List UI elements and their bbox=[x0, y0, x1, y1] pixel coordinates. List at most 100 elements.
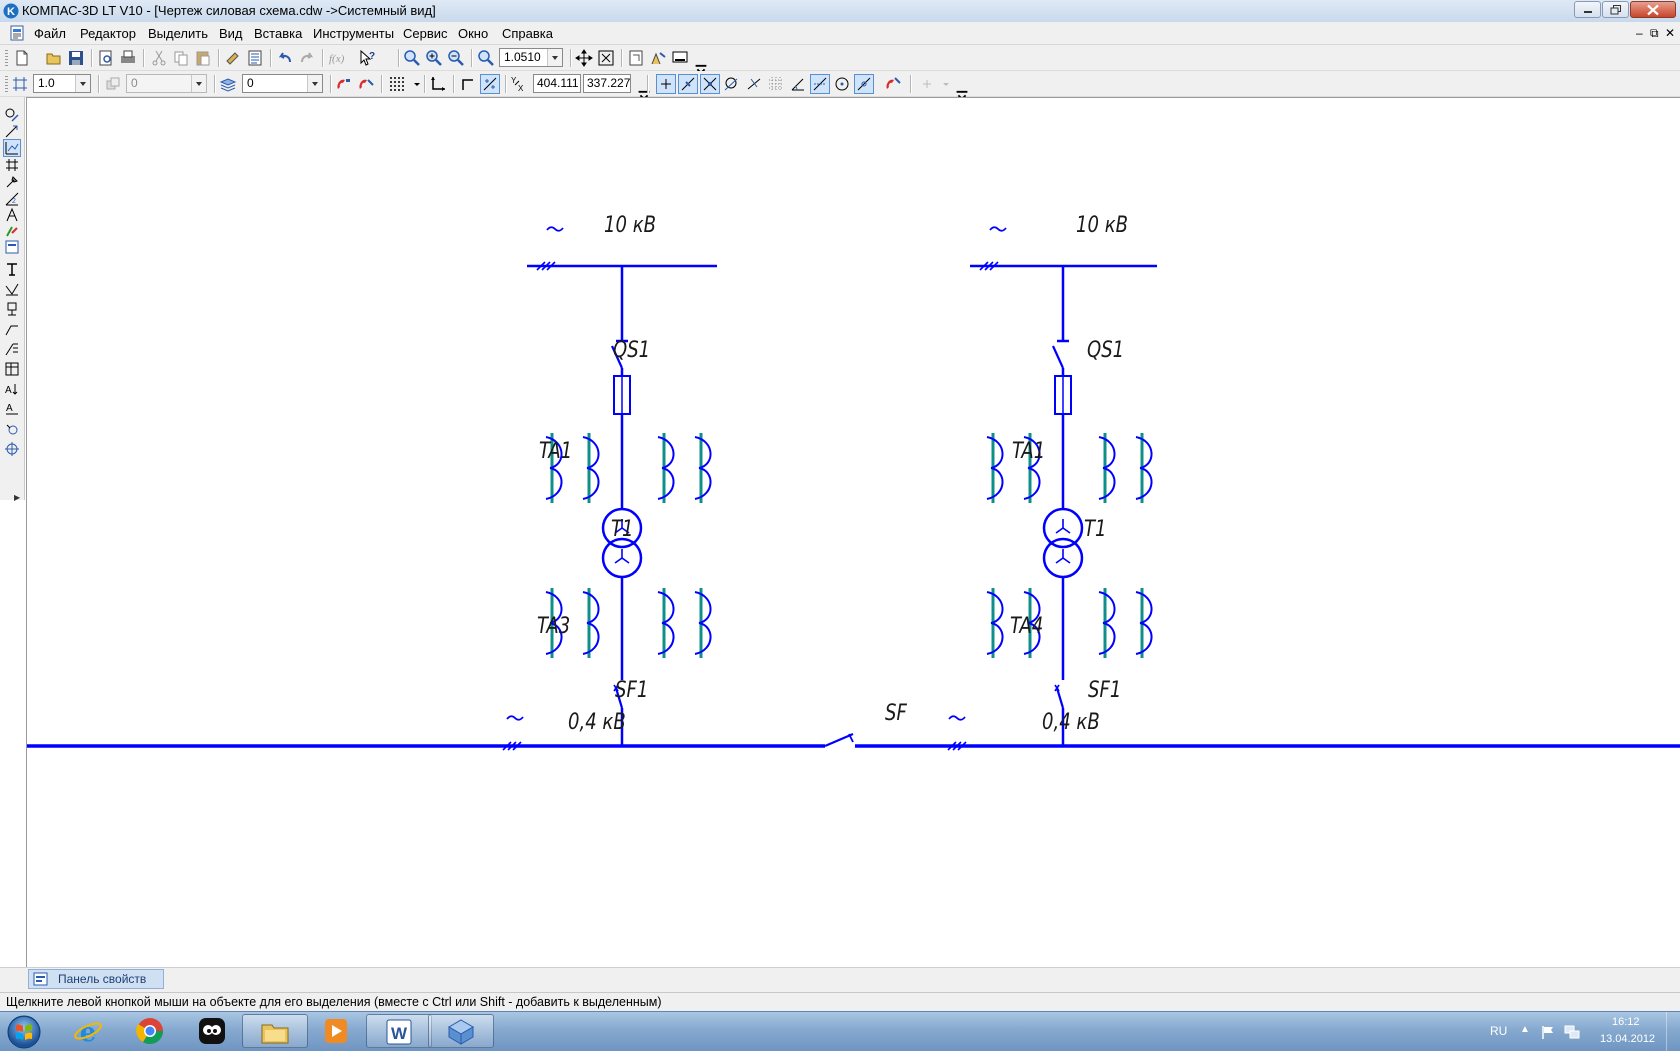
undo-icon[interactable] bbox=[276, 49, 294, 67]
function-fx-icon[interactable]: f(x) bbox=[328, 49, 346, 67]
zoom-in-icon[interactable] bbox=[425, 49, 443, 67]
redo-icon[interactable] bbox=[298, 49, 316, 67]
associative-view-icon[interactable] bbox=[4, 223, 20, 239]
leader-icon[interactable] bbox=[4, 321, 20, 337]
designations-icon[interactable] bbox=[3, 139, 21, 157]
snap-settings-magnet-icon[interactable] bbox=[884, 75, 902, 93]
local-snap-icon[interactable] bbox=[357, 75, 375, 93]
tolerance-icon[interactable]: A bbox=[4, 381, 20, 397]
save-icon[interactable] bbox=[67, 49, 85, 67]
display-icon[interactable] bbox=[671, 49, 689, 67]
ortho-icon[interactable] bbox=[459, 75, 477, 93]
property-panel-tab[interactable]: Панель свойств bbox=[28, 969, 164, 989]
zoom-scale-icon[interactable] bbox=[477, 49, 495, 67]
menu-file[interactable]: Файл bbox=[34, 26, 66, 41]
view-arrow-icon[interactable] bbox=[4, 421, 20, 437]
dimensions-icon[interactable] bbox=[4, 124, 20, 140]
cut-icon[interactable] bbox=[150, 49, 168, 67]
print-icon[interactable] bbox=[119, 49, 137, 67]
pan-icon[interactable] bbox=[575, 49, 593, 67]
menu-insert[interactable]: Вставка bbox=[254, 26, 303, 41]
document-icon[interactable] bbox=[9, 25, 25, 41]
menu-select[interactable]: Выделить bbox=[148, 26, 208, 41]
doc-restore-button[interactable]: ⧉ bbox=[1650, 26, 1659, 40]
toolbar-overflow-icon[interactable] bbox=[692, 55, 707, 73]
zoom-window-icon[interactable] bbox=[403, 49, 421, 67]
chevron-down-icon[interactable] bbox=[307, 75, 322, 92]
open-folder-icon[interactable] bbox=[45, 49, 63, 67]
snap-magnet-icon[interactable] bbox=[335, 75, 353, 93]
refresh-view-icon[interactable] bbox=[627, 49, 645, 67]
snap-center-icon[interactable] bbox=[833, 75, 851, 93]
menu-service[interactable]: Сервис bbox=[403, 26, 448, 41]
base-icon[interactable] bbox=[4, 301, 20, 317]
menu-editor[interactable]: Редактор bbox=[80, 26, 136, 41]
close-button[interactable] bbox=[1630, 1, 1676, 18]
paste-icon[interactable] bbox=[194, 49, 212, 67]
snap-midpoint-icon[interactable] bbox=[678, 74, 698, 94]
snap-nearest-point-icon[interactable] bbox=[656, 74, 676, 94]
grid-dropdown-icon[interactable] bbox=[408, 75, 420, 93]
minimize-button[interactable] bbox=[1574, 1, 1601, 18]
chevron-down-icon[interactable] bbox=[547, 49, 562, 66]
drawing-canvas[interactable]: 10 кВ 10 кВ QS1 QS1 TA1 TA1 T1 T1 TA3 TA… bbox=[26, 97, 1680, 968]
format-painter-icon[interactable] bbox=[224, 49, 242, 67]
layer-combo[interactable]: 0 bbox=[242, 74, 323, 93]
clock-date[interactable]: 13.04.2012 bbox=[1600, 1033, 1656, 1045]
toolbar-grip[interactable] bbox=[5, 76, 8, 92]
snap-point-on-curve-icon[interactable] bbox=[854, 74, 874, 94]
grid-icon[interactable] bbox=[388, 75, 406, 93]
action-center-flag-icon[interactable] bbox=[1540, 1024, 1556, 1040]
roughness-icon[interactable] bbox=[4, 281, 20, 297]
start-button-icon[interactable] bbox=[6, 1014, 42, 1050]
show-all-icon[interactable] bbox=[597, 49, 615, 67]
snap-intersection-icon[interactable] bbox=[700, 74, 720, 94]
tray-language[interactable]: RU bbox=[1490, 1024, 1508, 1038]
show-desktop-button[interactable] bbox=[1666, 1012, 1680, 1051]
text-icon[interactable] bbox=[4, 261, 20, 277]
snap-normal-icon[interactable] bbox=[745, 75, 763, 93]
position-leader-icon[interactable] bbox=[4, 341, 20, 357]
taskbar-kompas[interactable] bbox=[428, 1014, 494, 1048]
center-mark-icon[interactable] bbox=[4, 441, 20, 457]
coord-x-field[interactable]: 404.111 bbox=[533, 74, 581, 93]
new-document-icon[interactable] bbox=[13, 49, 31, 67]
measure-icon[interactable]: 2 bbox=[4, 191, 20, 207]
coord-y-field[interactable]: 337.227 bbox=[583, 74, 631, 93]
select-icon[interactable] bbox=[4, 207, 20, 223]
copy-icon[interactable] bbox=[172, 49, 190, 67]
local-cs-icon[interactable] bbox=[429, 75, 447, 93]
properties-icon[interactable] bbox=[246, 49, 264, 67]
menu-view[interactable]: Вид bbox=[219, 26, 243, 41]
toolbar-grip[interactable] bbox=[5, 50, 8, 66]
tray-show-hidden-icon[interactable]: ▲ bbox=[1520, 1024, 1530, 1035]
network-icon[interactable] bbox=[1564, 1024, 1580, 1040]
round-coords-icon[interactable] bbox=[480, 74, 500, 94]
snap-grid-icon[interactable] bbox=[767, 75, 785, 93]
text-on-line-icon[interactable]: A bbox=[4, 401, 20, 417]
doc-minimize-button[interactable]: – bbox=[1636, 26, 1643, 40]
snap-tangent-icon[interactable] bbox=[723, 75, 741, 93]
snap-alignment-icon[interactable] bbox=[810, 74, 830, 94]
clock-time[interactable]: 16:12 bbox=[1612, 1016, 1640, 1028]
taskbar-word[interactable]: W bbox=[366, 1014, 432, 1048]
taskbar-file-explorer[interactable] bbox=[242, 1014, 308, 1048]
step-combo[interactable]: 1.0 bbox=[33, 74, 91, 93]
print-preview-icon[interactable] bbox=[97, 49, 115, 67]
taskbar-media-player[interactable] bbox=[304, 1014, 370, 1048]
menu-tools[interactable]: Инструменты bbox=[313, 26, 395, 41]
doc-close-button[interactable]: ✕ bbox=[1665, 26, 1676, 40]
snap-angle-icon[interactable] bbox=[789, 75, 807, 93]
zoom-combo[interactable]: 1.0510 bbox=[499, 48, 563, 67]
cursor-step-icon[interactable] bbox=[11, 75, 29, 93]
taskbar-internet-explorer[interactable]: e bbox=[56, 1014, 122, 1048]
taskbar-chrome[interactable] bbox=[118, 1014, 184, 1048]
specification-icon[interactable] bbox=[4, 239, 20, 255]
parametrization-icon[interactable] bbox=[4, 174, 20, 190]
menu-help[interactable]: Справка bbox=[502, 26, 553, 41]
layers-icon[interactable] bbox=[219, 75, 237, 93]
editing-icon[interactable] bbox=[4, 157, 20, 173]
geometry-icon[interactable] bbox=[4, 107, 20, 123]
table-icon[interactable] bbox=[4, 361, 20, 377]
expand-panel-icon[interactable]: ▶ bbox=[14, 493, 21, 502]
